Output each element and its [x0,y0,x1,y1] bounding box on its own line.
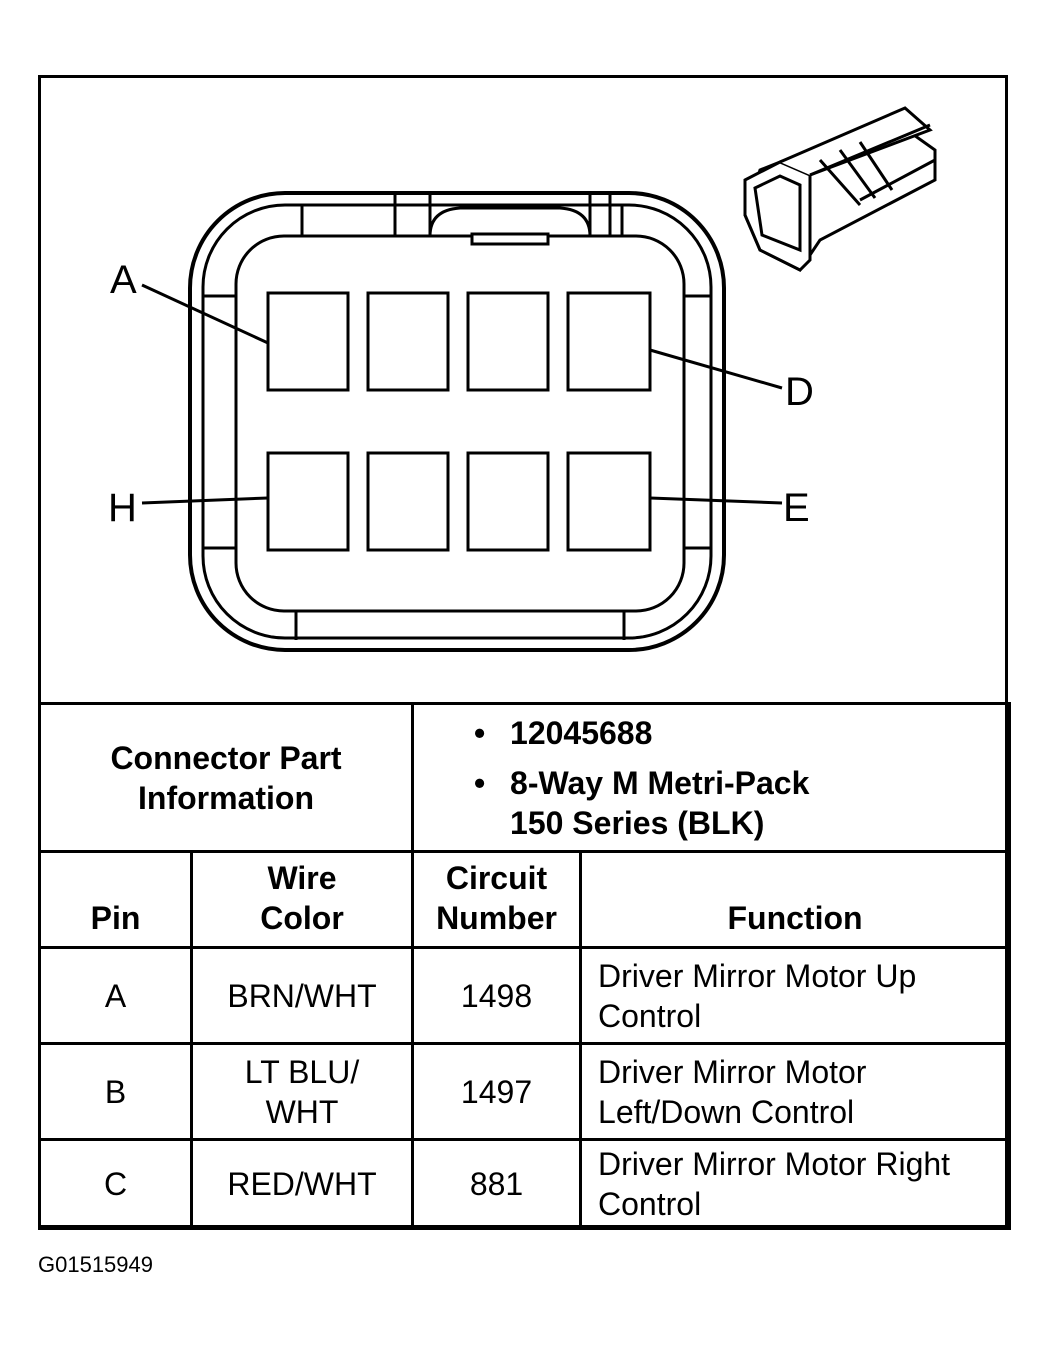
connector-outer-body [188,191,726,652]
part-number: 12045688 [510,715,653,751]
connector-part-label-line1: Connector Part [110,739,342,776]
connector-part-label-cell: Connector Part Information [37,702,415,853]
terminal-cavity-d [566,291,652,392]
row-pin: A [38,946,193,1045]
terminal-cavity-h [266,451,350,552]
connector-face-diagram [141,106,937,652]
connector-latch-tab [470,232,550,246]
pin-label-a: A [110,258,137,302]
row-wire-color: RED/WHT [189,1138,415,1230]
connector-illustration [743,106,937,272]
row-pin: C [38,1138,193,1230]
row-wire-color: BRN/WHT [189,946,415,1045]
terminal-cavity-c [466,291,550,392]
leader-line-a [141,283,269,345]
connector-side-notches [203,294,711,550]
connector-type-line1: 8-Way M Metri-Pack [510,765,810,801]
terminal-cavity-a [266,291,350,392]
connector-inner-wall [201,203,713,640]
connector-part-label-line2: Information [138,779,314,816]
terminal-cavity-f [466,451,550,552]
row-circuit: 1498 [411,946,583,1045]
terminal-cavity-b [366,291,450,392]
leader-line-d [649,348,783,390]
row-circuit: 881 [411,1138,583,1230]
row-circuit: 1497 [411,1042,583,1141]
pin-label-h: H [108,486,137,530]
pin-label-d: D [785,370,814,414]
terminal-cavity-g [366,451,450,552]
figure-id: G01515949 [38,1252,153,1277]
connector-top-latch [300,193,624,237]
connector-bottom-key [294,609,626,640]
part-list-item: •12045688 [474,715,653,751]
connector-type-line2: 150 Series (BLK) [510,805,765,841]
connector-info-table: Connector Part Information •12045688 •8-… [37,702,1012,1230]
pin-label-e: E [783,486,810,530]
row-wire-color: LT BLU/WHT [189,1042,415,1141]
terminal-cavity-e [566,451,652,552]
row-pin: B [38,1042,193,1141]
connector-part-row: Connector Part Information •12045688 •8-… [37,702,1012,853]
pin-header: Pin [38,850,193,949]
leader-line-e [649,496,783,505]
function-header: Function [579,850,1012,949]
leader-line-h [141,496,269,505]
